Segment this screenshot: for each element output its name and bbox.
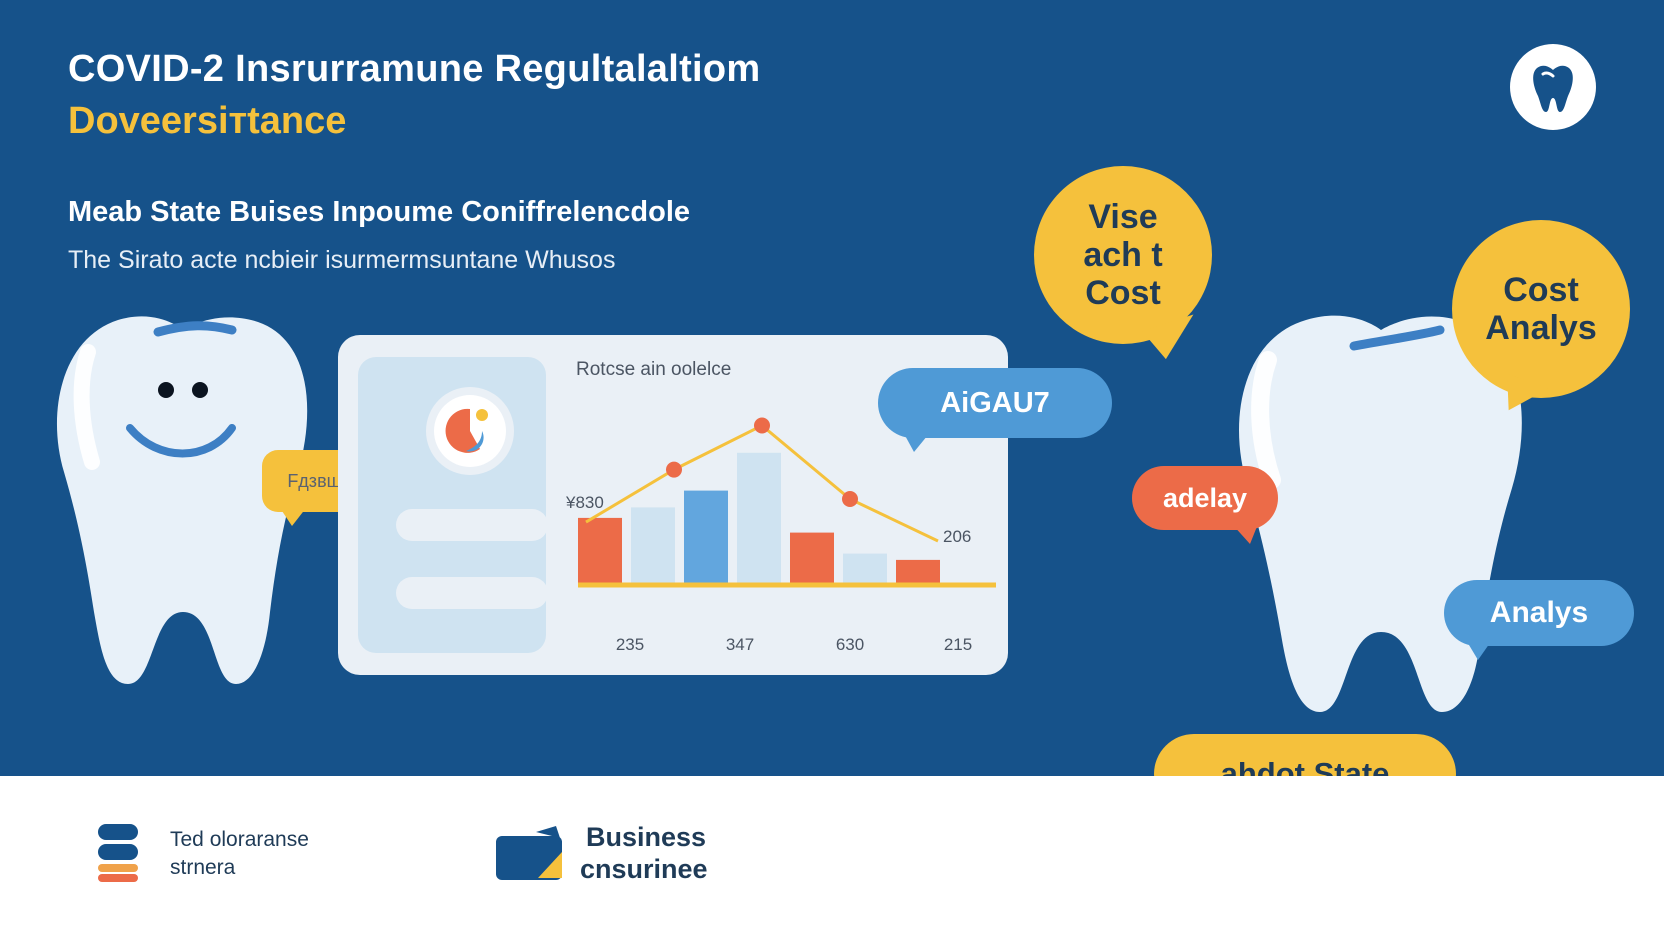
chart-bar <box>578 517 622 583</box>
chart-point <box>754 417 770 434</box>
chart-bar <box>737 452 781 583</box>
vise-cost-label: Vise ach t Cost <box>1083 198 1163 312</box>
chart-tick-label: 347 <box>725 635 755 654</box>
analys-bubble: Analys <box>1444 580 1634 660</box>
analys-label: Analys <box>1489 596 1589 629</box>
sidebar-pill <box>396 577 548 609</box>
chart-title: Rotcse ain oolelce <box>576 359 732 380</box>
footer-item2-line1: Business <box>586 822 707 852</box>
stacked-layers-icon <box>98 824 138 882</box>
tooth-character-left <box>56 316 308 684</box>
aigau-label: AiGAU7 <box>940 386 1050 419</box>
chart-bar <box>631 507 675 583</box>
tooth-logo-icon <box>1510 44 1596 130</box>
subheading: Meab State Buises Inpoume Coniffrelencdo… <box>68 196 690 228</box>
adelay-label: adelay <box>1162 482 1248 513</box>
footer-item1-line2: strnera <box>170 856 236 879</box>
chart-point <box>666 461 682 478</box>
vise-cost-bubble: Vise ach t Cost <box>1034 166 1212 364</box>
cost-analys-label: Cost Analys <box>1485 271 1597 347</box>
chart-end-label: 206 <box>943 527 972 546</box>
aigau-bubble: AiGAU7 <box>878 368 1112 452</box>
chart-tick-label: 630 <box>835 635 865 654</box>
pie-avatar-icon <box>426 387 514 475</box>
dashboard-sidebar <box>358 357 548 653</box>
page-title: COVID-2 Insrurramune Regultalaltiom <box>68 48 761 90</box>
footer-item1-line1: Ted oloraranse <box>170 828 309 851</box>
chart-bar <box>684 490 728 583</box>
wallet-icon <box>496 826 562 880</box>
hero-banner: COVID-2 Insrurramune Regultalaltiom Dove… <box>0 0 1664 776</box>
sidebar-pill <box>396 509 548 541</box>
bar-line-chart <box>578 417 996 588</box>
adelay-bubble: adelay <box>1132 466 1278 544</box>
page-title-highlight: Doveersiтtance <box>68 100 347 142</box>
chart-tick-label: 215 <box>943 635 973 654</box>
cost-analys-bubble: Cost Analys <box>1452 220 1630 421</box>
chart-bar <box>896 559 940 583</box>
subtext: The Sirato acte ncbieir isurmermsuntane … <box>68 246 616 274</box>
chart-y-label: ¥830 <box>566 493 604 512</box>
chart-bar <box>843 553 887 583</box>
chart-point <box>842 491 858 507</box>
footer-item2-line2: cnsurinee <box>580 854 708 884</box>
footer: Ted oloraranse strnera Business cnsurine… <box>0 776 1664 936</box>
chart-bar <box>790 532 834 583</box>
chart-tick-label: 235 <box>615 635 645 654</box>
